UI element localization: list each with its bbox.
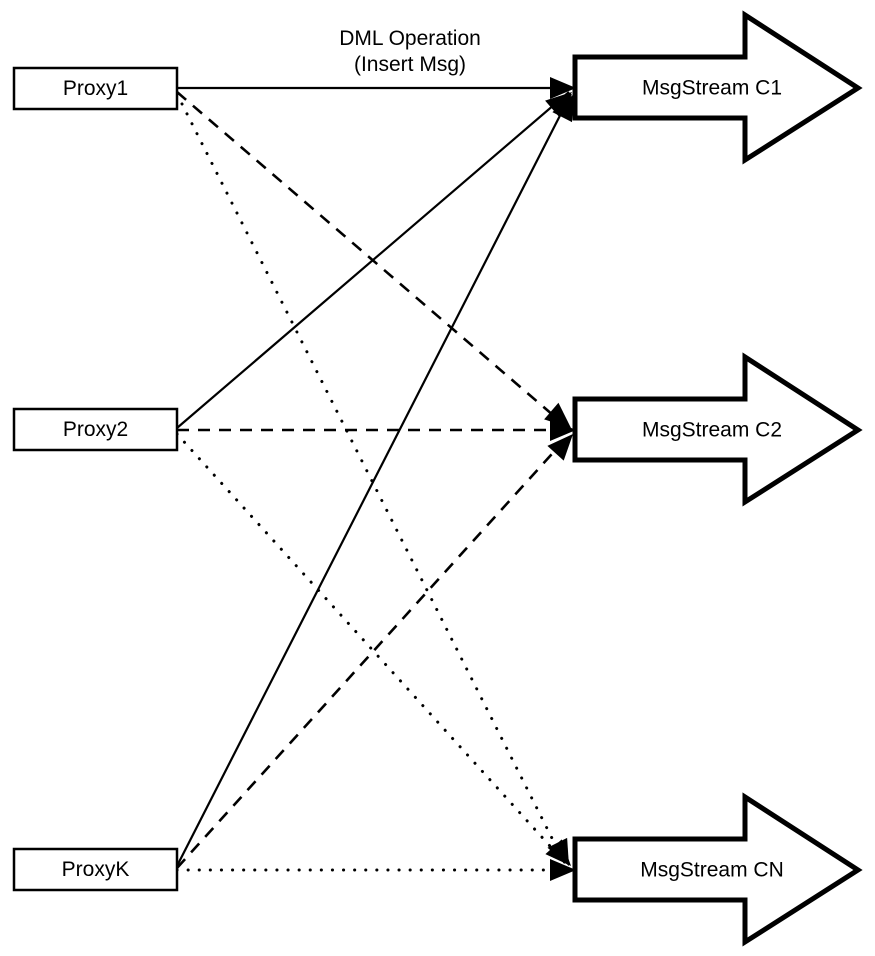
proxy-node-proxy1[interactable]: Proxy1	[12, 66, 179, 111]
stream-label: MsgStream C2	[642, 419, 782, 442]
link-proxy2-to-cn	[175, 432, 570, 868]
block-arrow-shape	[572, 10, 863, 165]
arrowhead-proxy1-to-c1	[550, 77, 576, 99]
proxy-label: Proxy2	[63, 418, 128, 441]
proxy-box-shape	[12, 407, 179, 452]
proxy-label: Proxy1	[63, 77, 128, 100]
link-proxyk-to-c2	[176, 433, 571, 869]
block-arrow-shape	[572, 352, 863, 507]
arrowheads-layer	[544, 77, 576, 881]
edge-annotation-line1: DML Operation	[339, 27, 481, 50]
links-layer	[175, 86, 575, 872]
proxy-node-proxy2[interactable]: Proxy2	[12, 407, 179, 452]
proxy-node-proxyk[interactable]: ProxyK	[12, 847, 179, 892]
arrowhead-proxy1-to-c2	[544, 402, 571, 428]
arrowhead-proxyk-to-cn	[550, 859, 576, 881]
arrowhead-proxyk-to-c1	[552, 94, 574, 123]
proxy-label: ProxyK	[62, 858, 130, 881]
link-proxy2-to-c1	[176, 91, 570, 429]
streams-layer: MsgStream C1 MsgStream C2 MsgStream CN	[572, 10, 863, 947]
stream-node-stream_c1[interactable]: MsgStream C1	[572, 10, 863, 165]
stream-node-stream_cn[interactable]: MsgStream CN	[572, 792, 863, 947]
stream-label: MsgStream CN	[640, 859, 784, 882]
arrowhead-proxy2-to-c1	[545, 92, 572, 118]
arrowhead-proxy2-to-cn	[545, 839, 571, 866]
block-arrow-shape	[572, 792, 863, 947]
edge-annotation: DML Operation (Insert Msg)	[339, 27, 481, 76]
edge-annotation-line2: (Insert Msg)	[354, 53, 466, 76]
link-proxy1-to-cn	[175, 92, 568, 868]
arrowhead-proxy2-to-c2	[550, 419, 576, 441]
link-proxyk-to-c1	[176, 93, 572, 867]
proxy-box-shape	[12, 847, 179, 892]
arrowhead-proxyk-to-c2	[547, 434, 573, 461]
stream-node-stream_c2[interactable]: MsgStream C2	[572, 352, 863, 507]
stream-label: MsgStream C1	[642, 77, 782, 100]
proxy-box-shape	[12, 66, 179, 111]
